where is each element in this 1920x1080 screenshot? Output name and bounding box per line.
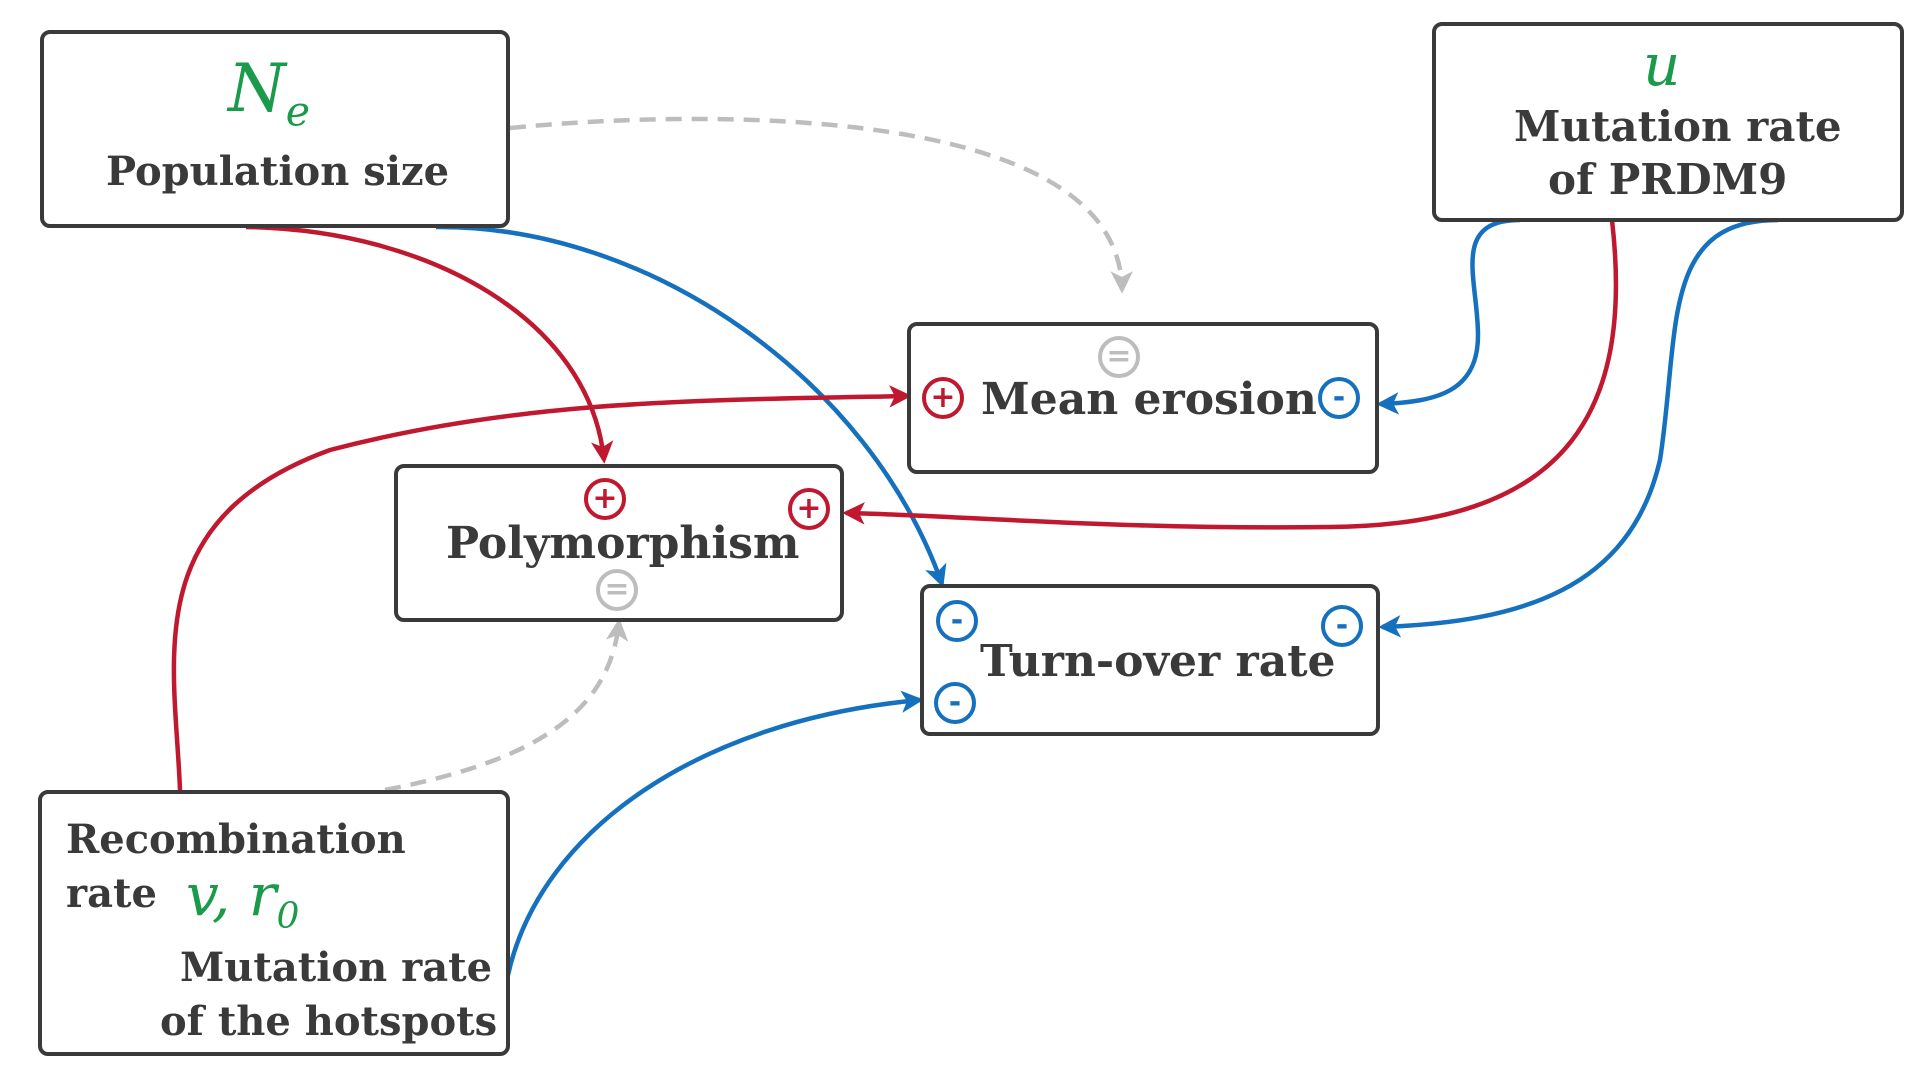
hotspots-label-line4: of the hotspots [160,998,498,1045]
erosion-positive-badge: + [922,377,964,419]
edge-hotspots-polymorphism [384,618,629,793]
prdm9-label-line2: of PRDM9 [1548,155,1788,204]
mean-erosion-node: Mean erosion [907,322,1379,474]
turnover-negative-badge-topright: - [1321,605,1363,647]
erosion-neutral-badge: = [1098,336,1140,378]
polymorphism-positive-badge-top: + [584,478,626,520]
hotspots-label-line3: Mutation rate [180,944,493,991]
edge-prdm9-turnover [1378,217,1779,638]
edge-prdm9-polymorphism [842,219,1619,530]
edge-population-polymorphism [245,224,614,464]
turnover-negative-badge-left: - [934,682,976,724]
polymorphism-neutral-badge: = [596,569,638,611]
hotspots-label-line2: rate [66,870,157,917]
edge-hotspots-erosion [171,385,912,791]
edge-prdm9-erosion [1376,217,1521,415]
mean-erosion-label: Mean erosion [981,374,1317,425]
edge-hotspots-turnover [505,690,924,976]
prdm9-mutation-rate-node: u Mutation rate of PRDM9 [1432,22,1904,222]
prdm9-mutation-symbol: u [1643,31,1681,99]
erosion-negative-badge: - [1318,377,1360,419]
population-size-symbol: Ne [228,50,310,136]
edge-population-turnover [435,224,947,588]
polymorphism-positive-badge-right: + [788,488,830,530]
edge-population-erosion [509,116,1134,294]
turnover-rate-label: Turn-over rate [980,636,1336,687]
prdm9-label-line1: Mutation rate [1514,102,1842,151]
hotspots-label-line1: Recombination [66,816,406,863]
hotspots-symbol: v, r0 [186,861,300,937]
hotspots-node: Recombination rate v, r0 Mutation rate o… [38,790,510,1056]
population-size-label: Population size [106,148,450,195]
polymorphism-label: Polymorphism [446,518,800,569]
turnover-negative-badge-topleft: - [936,600,978,642]
population-size-node: Ne Population size [40,30,510,228]
turnover-rate-node: Turn-over rate [920,584,1380,736]
